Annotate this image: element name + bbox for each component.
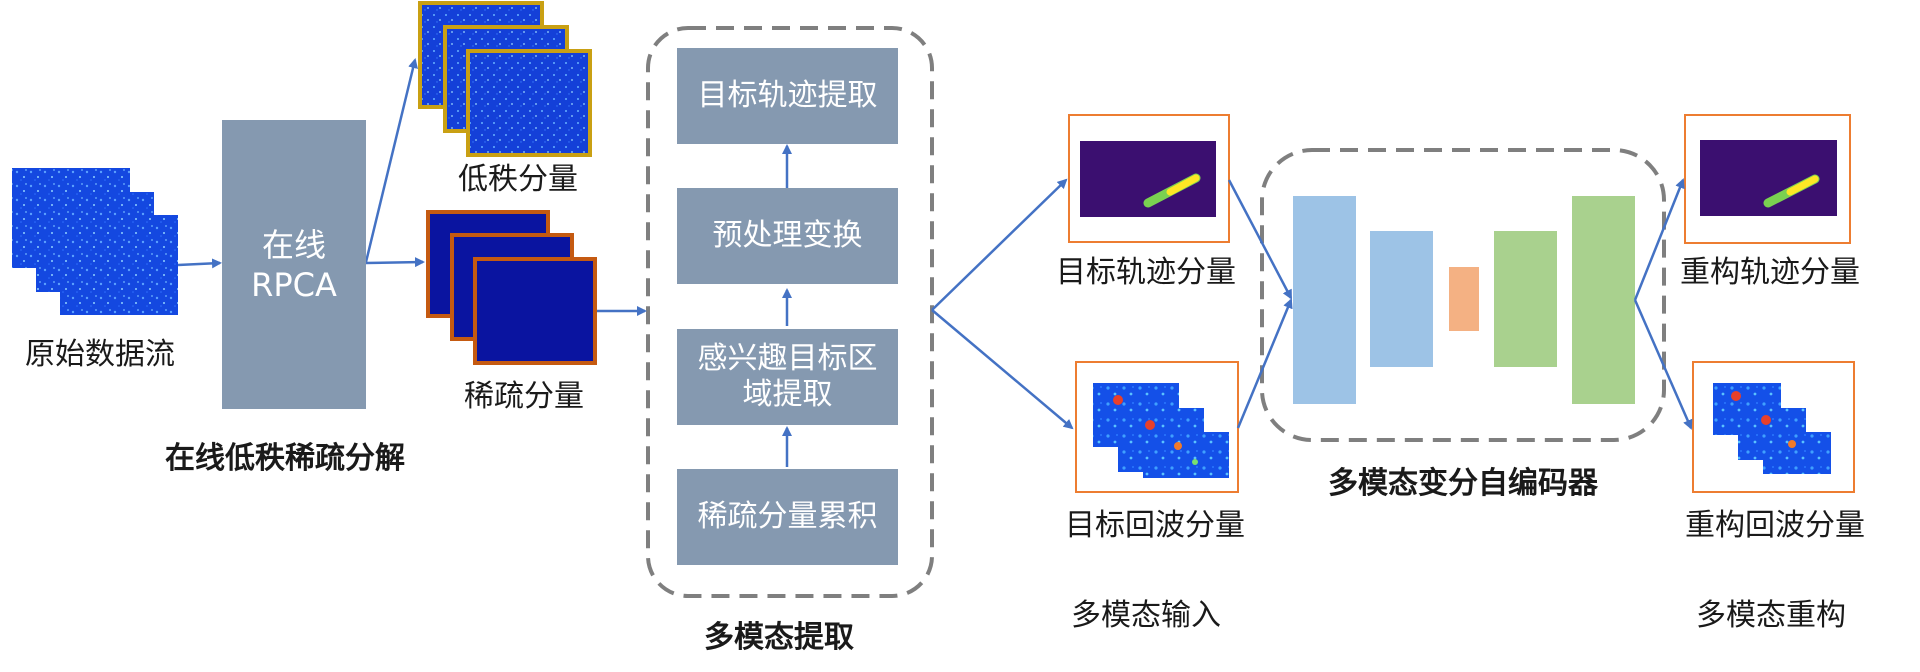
rpca-label-line2: RPCA bbox=[251, 265, 337, 304]
decoder-block-2 bbox=[1572, 196, 1635, 404]
sparse-label: 稀疏分量 bbox=[464, 379, 584, 414]
low-rank-frames bbox=[418, 1, 592, 157]
rpca-label-line1: 在线 bbox=[261, 225, 326, 264]
extraction-container bbox=[646, 26, 934, 598]
sparse-frames bbox=[426, 210, 597, 365]
encoder-block-1 bbox=[1293, 196, 1356, 404]
target-echo-image bbox=[1075, 361, 1239, 493]
step-roi-label: 感兴趣目标区域提取 bbox=[697, 341, 878, 412]
step-preprocess-label: 预处理变换 bbox=[712, 218, 863, 253]
step-sparse-accumulate: 稀疏分量累积 bbox=[677, 469, 898, 565]
decoder-block-1 bbox=[1494, 231, 1557, 367]
latent-block bbox=[1449, 267, 1479, 331]
step-trajectory-extraction: 目标轨迹提取 bbox=[677, 48, 898, 144]
raw-stream-label: 原始数据流 bbox=[25, 337, 175, 372]
vae-blocks bbox=[1293, 196, 1635, 404]
target-trajectory-label: 目标轨迹分量 bbox=[1056, 255, 1236, 290]
section-extraction-title: 多模态提取 bbox=[704, 620, 854, 655]
section-reconstruction-title: 多模态重构 bbox=[1696, 598, 1846, 633]
step-trajectory-label: 目标轨迹提取 bbox=[697, 78, 878, 113]
target-echo-label: 目标回波分量 bbox=[1065, 508, 1245, 543]
section-decomposition-title: 在线低秩稀疏分解 bbox=[165, 441, 405, 476]
encoder-block-2 bbox=[1370, 231, 1433, 367]
step-accumulate-label: 稀疏分量累积 bbox=[697, 499, 878, 534]
recon-echo-image bbox=[1692, 361, 1855, 493]
arrows bbox=[177, 58, 1693, 467]
recon-trajectory-image bbox=[1684, 114, 1851, 244]
vae-container bbox=[1260, 148, 1666, 442]
low-rank-label: 低秩分量 bbox=[458, 162, 578, 197]
step-roi-extraction: 感兴趣目标区域提取 bbox=[677, 329, 898, 425]
rpca-box: 在线 RPCA bbox=[222, 120, 366, 409]
step-preprocess: 预处理变换 bbox=[677, 188, 898, 284]
section-vae-title: 多模态变分自编码器 bbox=[1328, 466, 1598, 501]
target-trajectory-image bbox=[1068, 114, 1230, 243]
raw-stream-frames bbox=[12, 168, 178, 315]
recon-echo-label: 重构回波分量 bbox=[1685, 508, 1865, 543]
recon-trajectory-label: 重构轨迹分量 bbox=[1680, 255, 1860, 290]
section-input-title: 多模态输入 bbox=[1071, 598, 1221, 633]
